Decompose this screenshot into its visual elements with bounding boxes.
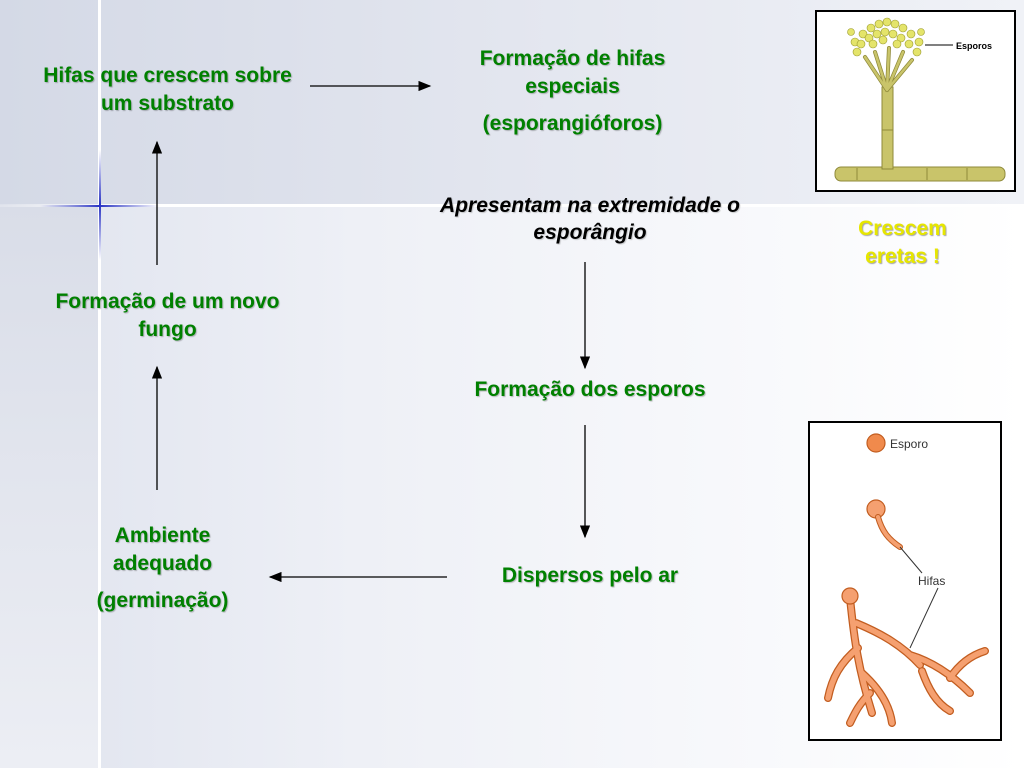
figure-spore-label: Esporo bbox=[890, 437, 928, 451]
node-hyphae-substrate-text: Hifas que crescem sobre um substrato bbox=[43, 64, 292, 116]
hyphae-branches bbox=[824, 594, 989, 727]
spore-cluster bbox=[847, 17, 925, 57]
node-special-hyphae-title: Formação de hifas especiais bbox=[479, 47, 666, 99]
node-dispersed: Dispersos pelo ar bbox=[460, 562, 720, 590]
sparkle-icon bbox=[40, 150, 160, 260]
note-grow-erect-text: Crescem eretas ! bbox=[858, 217, 947, 269]
node-spore-formation-text: Formação dos esporos bbox=[474, 378, 706, 401]
figure-sporangiophore: Esporos bbox=[815, 10, 1016, 192]
node-special-hyphae: Formação de hifas especiais (esporangióf… bbox=[440, 45, 705, 138]
node-new-fungus: Formação de um novo fungo bbox=[50, 288, 285, 345]
node-special-hyphae-subtitle: (esporangióforos) bbox=[482, 111, 663, 135]
node-environment-subtitle: (germinação) bbox=[96, 588, 229, 612]
node-sporangium-text: Apresentam na extremidade o esporângio bbox=[440, 194, 740, 245]
figure-germination: Esporo Hifas bbox=[808, 421, 1002, 741]
decorative-horizontal-line bbox=[0, 204, 1024, 207]
node-sporangium: Apresentam na extremidade o esporângio bbox=[385, 192, 795, 247]
background-left-band bbox=[0, 205, 98, 768]
node-new-fungus-text: Formação de um novo fungo bbox=[55, 290, 280, 342]
node-environment: Ambiente adequado (germinação) bbox=[55, 522, 270, 615]
sporangiophore-illustration: Esporos bbox=[834, 17, 1006, 182]
figure-top-label: Esporos bbox=[956, 41, 992, 51]
note-grow-erect: Crescem eretas ! bbox=[845, 215, 960, 272]
spore-icon bbox=[866, 433, 886, 453]
node-spore-formation: Formação dos esporos bbox=[430, 376, 750, 404]
node-dispersed-text: Dispersos pelo ar bbox=[501, 564, 679, 587]
figure-hyphae-label: Hifas bbox=[918, 574, 945, 588]
decorative-vertical-line bbox=[98, 0, 101, 768]
germination-illustration: Esporo Hifas bbox=[824, 433, 989, 727]
node-hyphae-substrate: Hifas que crescem sobre um substrato bbox=[40, 62, 295, 119]
node-environment-title: Ambiente adequado bbox=[112, 524, 213, 576]
